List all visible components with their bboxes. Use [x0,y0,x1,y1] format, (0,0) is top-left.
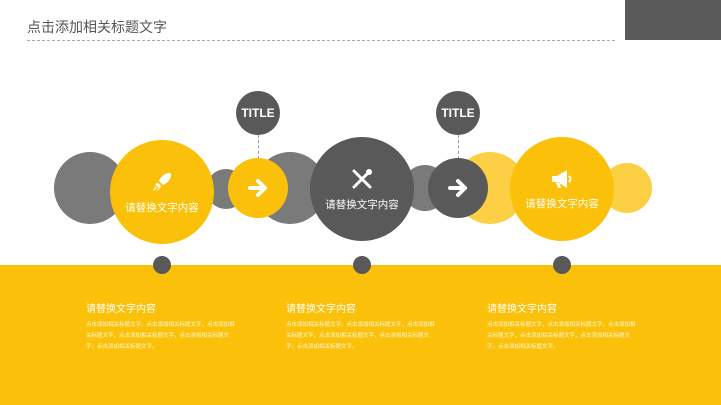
section-3: 请替换文字内容点击添加相关标题文字，点击添加相关标题文字，点击添加相关标题文字，… [487,300,637,353]
arrow-circle-2 [428,158,488,218]
timeline-dot [353,256,371,274]
section-body: 点击添加相关标题文字，点击添加相关标题文字，点击添加相关标题文字，点击添加相关标… [286,322,435,350]
arrow-right-icon [448,179,467,197]
section-2: 请替换文字内容点击添加相关标题文字，点击添加相关标题文字，点击添加相关标题文字，… [286,300,436,353]
connector-line [458,135,459,159]
title-badge-2: TITLE [436,91,480,135]
rocket-icon [153,172,171,191]
tools-icon [352,168,372,188]
timeline-dot [553,256,571,274]
arrow-right-icon [248,179,267,197]
section-heading: 请替换文字内容 [86,304,156,315]
timeline-dot [153,256,171,274]
yellow-band [0,265,721,405]
step-label: 请替换文字内容 [125,201,199,214]
step-circle-1: 请替换文字内容 [110,140,214,244]
section-heading: 请替换文字内容 [487,304,557,315]
corner-block [625,0,721,40]
step-circle-3: 请替换文字内容 [510,137,614,241]
section-body: 点击添加相关标题文字，点击添加相关标题文字，点击添加相关标题文字，点击添加相关标… [487,322,636,350]
megaphone-icon [552,169,572,188]
arrow-circle-1 [228,158,288,218]
title-badge-1: TITLE [236,91,280,135]
step-label: 请替换文字内容 [325,198,399,211]
title-divider [27,40,615,41]
page-title: 点击添加相关标题文字 [27,20,167,36]
step-label: 请替换文字内容 [525,197,599,210]
section-body: 点击添加相关标题文字，点击添加相关标题文字，点击添加相关标题文字，点击添加相关标… [86,322,235,350]
connector-line [258,135,259,159]
section-heading: 请替换文字内容 [286,304,356,315]
step-circle-2: 请替换文字内容 [310,137,414,241]
section-1: 请替换文字内容点击添加相关标题文字，点击添加相关标题文字，点击添加相关标题文字，… [86,300,236,353]
